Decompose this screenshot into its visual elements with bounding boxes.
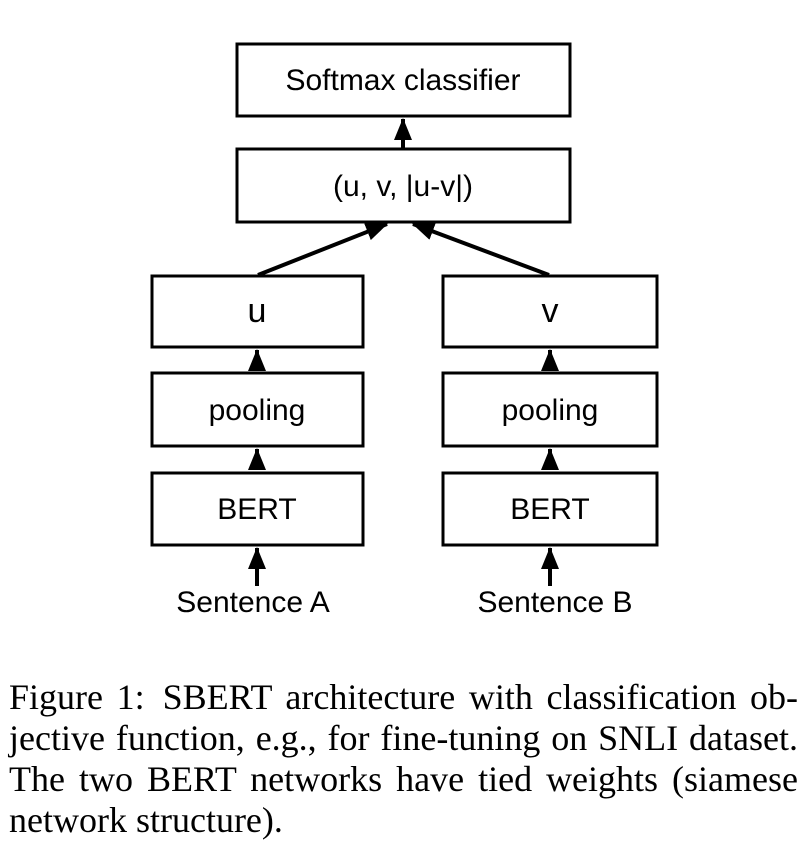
figure-caption: Figure 1: SBERT architecture with classi… [9,677,798,841]
bert-left-rect [150,471,365,547]
u-embedding-box: u [150,274,365,349]
bert-right-label: BERT [510,493,589,526]
pooling-right-label: pooling [502,394,599,427]
bert-left-box: BERT [150,471,365,547]
bert-left-label: BERT [217,493,296,526]
concat-uv-box: (u, v, |u-v|) [235,147,572,224]
pooling-left-rect [150,371,365,448]
caption-line-4: network structure). [9,800,283,840]
u-embedding-rect [150,274,365,349]
caption-line-3: The two BERT networks have tied weights … [9,759,798,799]
softmax-classifier-box: Softmax classifier [235,42,572,118]
caption-line-1: Figure 1: SBERT architecture with classi… [9,677,798,717]
arrow-u-to-concat [257,222,388,277]
bert-right-rect [441,471,659,547]
concat-uv-label: (u, v, |u-v|) [333,170,473,203]
pooling-right-box: pooling [441,371,659,448]
v-embedding-label: v [542,292,559,330]
arrow-v-to-concat [412,222,550,277]
v-embedding-rect [441,274,659,349]
diagram-canvas: Softmax classifier (u, v, |u-v|) u v poo… [150,42,659,619]
pooling-left-box: pooling [150,371,365,448]
v-embedding-box: v [441,274,659,349]
softmax-classifier-label: Softmax classifier [285,64,520,97]
softmax-classifier-rect [235,42,572,118]
pooling-left-label: pooling [209,394,306,427]
sbert-architecture-diagram: Softmax classifier (u, v, |u-v|) u v poo… [150,42,659,619]
sentence-a-label: Sentence A [176,586,329,619]
pooling-right-rect [441,371,659,448]
u-embedding-label: u [248,292,267,330]
bert-right-box: BERT [441,471,659,547]
caption-line-2: jective function, e.g., for fine-tuning … [9,718,798,758]
concat-uv-rect [235,147,572,224]
sentence-b-label: Sentence B [477,586,632,619]
